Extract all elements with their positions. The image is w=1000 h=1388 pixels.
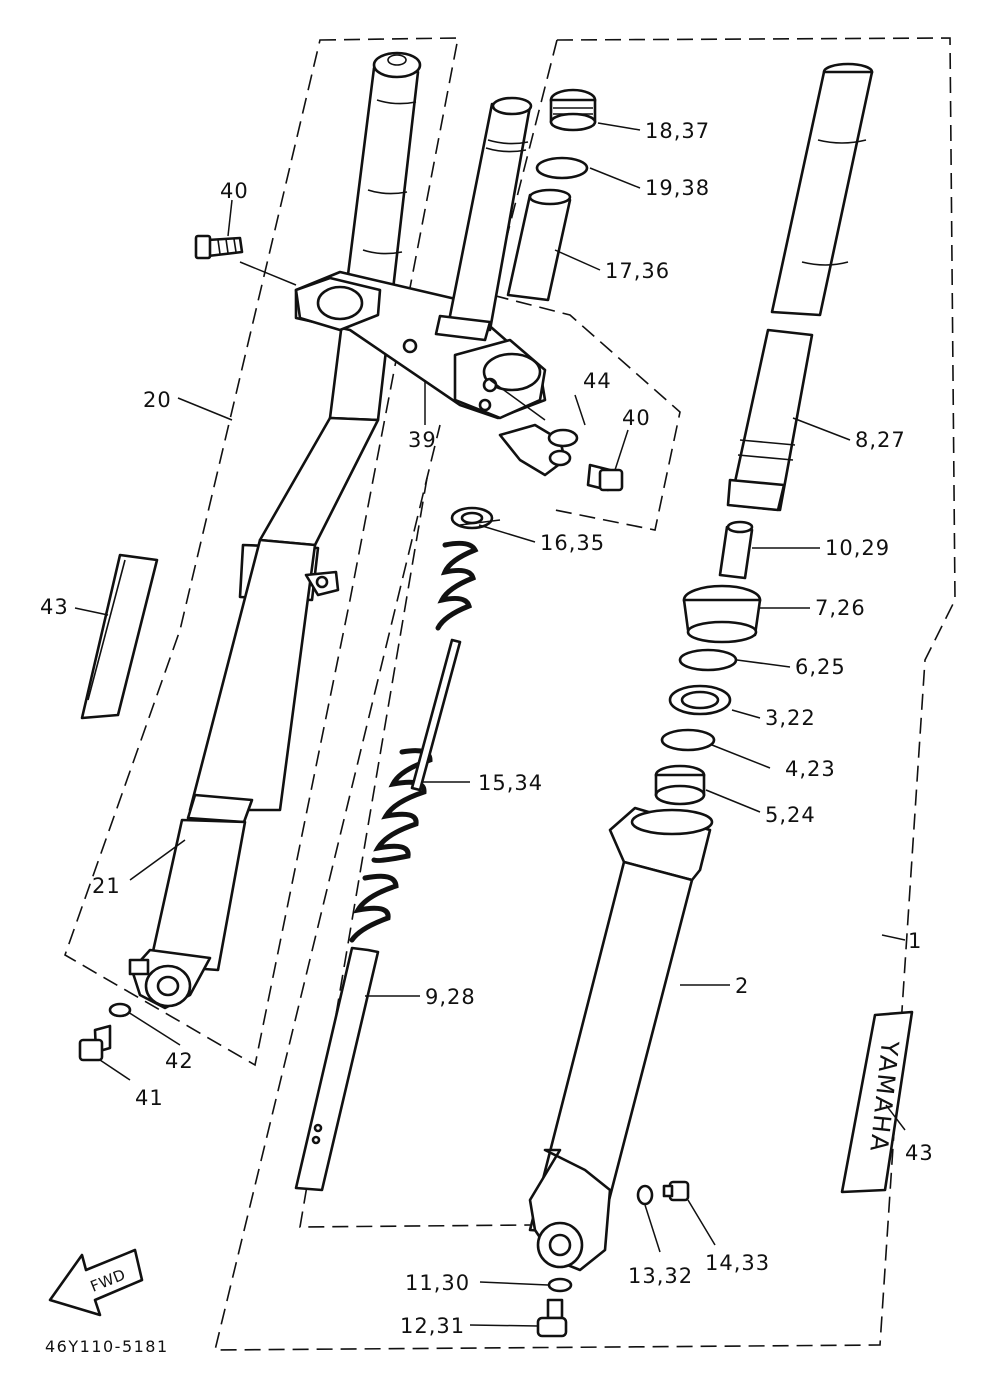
callout-19-38: 19,38 <box>645 176 710 200</box>
callout-20: 20 <box>143 388 172 412</box>
spring-rebound <box>349 873 399 943</box>
left-fork-right-tube <box>434 96 533 342</box>
callout-42: 42 <box>165 1049 194 1073</box>
sticker-43-right: YAMAHA <box>840 1010 914 1194</box>
callout-21: 21 <box>92 874 121 898</box>
seat-16 <box>450 506 494 530</box>
callout-43-left: 43 <box>40 595 69 619</box>
group-outline-right-fork <box>213 37 956 1351</box>
cap-bolt-18 <box>549 88 597 132</box>
callout-40-left: 40 <box>220 179 249 203</box>
callout-2: 2 <box>735 974 749 998</box>
callout-13-32: 13,32 <box>628 1264 693 1288</box>
bushing-10 <box>718 520 754 580</box>
o-ring-19 <box>535 156 589 180</box>
callout-41: 41 <box>135 1086 164 1110</box>
callout-8-27: 8,27 <box>855 428 906 452</box>
callout-15-34: 15,34 <box>478 771 543 795</box>
leader-lines <box>74 122 906 1327</box>
callout-3-22: 3,22 <box>765 706 816 730</box>
inner-tube-8 <box>726 62 874 512</box>
oil-seal-3 <box>668 684 732 716</box>
lower-bracket <box>294 270 547 420</box>
bolt-40-right <box>586 463 624 492</box>
bracket-44 <box>498 423 579 477</box>
callout-6-25: 6,25 <box>795 655 846 679</box>
callout-44: 44 <box>583 369 612 393</box>
spring-15 <box>371 748 433 863</box>
spacer-17 <box>506 188 572 302</box>
callout-16-35: 16,35 <box>540 531 605 555</box>
drawing-code: 46Y110-5181 <box>45 1337 169 1356</box>
callout-4-23: 4,23 <box>785 757 836 781</box>
callout-18-37: 18,37 <box>645 119 710 143</box>
callout-5-24: 5,24 <box>765 803 816 827</box>
fwd-arrow-icon: FWD <box>48 1248 144 1317</box>
spring-upper <box>435 540 479 631</box>
callout-17-36: 17,36 <box>605 259 670 283</box>
group-outline-damper <box>299 477 531 1228</box>
cover-7 <box>682 584 762 644</box>
damper-rod-9 <box>294 638 462 1192</box>
washer-42 <box>108 1002 132 1018</box>
washer-13 <box>636 1184 654 1206</box>
callout-43-right: 43 <box>905 1141 934 1165</box>
callout-labels: 18,37 19,38 17,36 8,27 10,29 7,26 6,25 3… <box>40 119 934 1356</box>
callout-11-30: 11,30 <box>405 1271 470 1295</box>
bolt-12 <box>536 1298 568 1338</box>
callout-12-31: 12,31 <box>400 1314 465 1338</box>
callout-14-33: 14,33 <box>705 1251 770 1275</box>
left-fork-lower-leg <box>128 538 340 1010</box>
bolt-14 <box>662 1180 690 1202</box>
callout-7-26: 7,26 <box>815 596 866 620</box>
bolt-40-left <box>194 234 244 260</box>
callout-9-28: 9,28 <box>425 985 476 1009</box>
callout-1: 1 <box>908 929 922 953</box>
callout-10-29: 10,29 <box>825 536 890 560</box>
group-outline-left-fork <box>64 37 459 1067</box>
bolt-41 <box>78 1024 112 1062</box>
clip-6 <box>678 648 738 672</box>
washer-4 <box>660 728 716 752</box>
sticker-43-left <box>80 553 159 720</box>
outer-tube-2 <box>528 806 714 1272</box>
bushing-5 <box>654 764 706 806</box>
callout-39: 39 <box>408 428 437 452</box>
washer-11 <box>547 1277 573 1293</box>
callout-40-right: 40 <box>622 406 651 430</box>
